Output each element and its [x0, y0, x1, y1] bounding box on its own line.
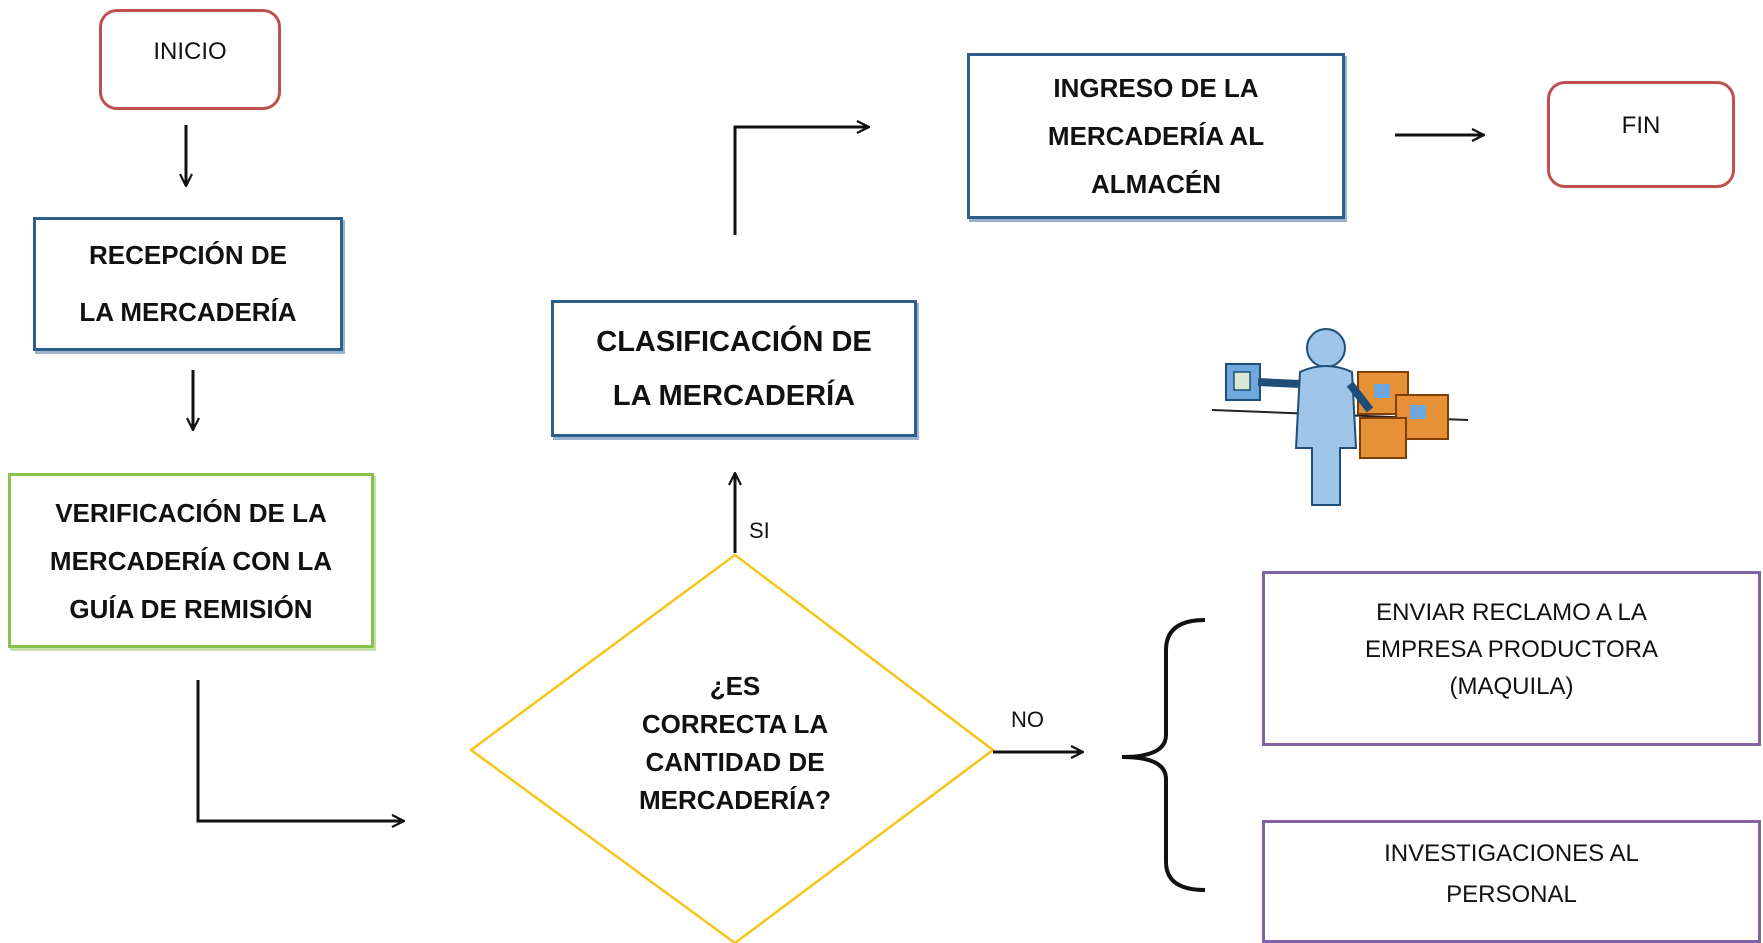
claim-line-2: EMPRESA PRODUCTORA	[1365, 636, 1658, 663]
start-node: INICIO	[99, 9, 281, 110]
warehouse-entry-line-1: INGRESO DE LA	[1053, 73, 1259, 103]
decision-line-2: CORRECTA LA	[641, 709, 829, 739]
no-label: NO	[1011, 707, 1044, 732]
end-node: FIN	[1547, 81, 1735, 188]
reception-line-2: LA MERCADERÍA	[79, 297, 297, 327]
classification-node: CLASIFICACIÓN DE LA MERCADERÍA	[551, 300, 917, 437]
end-label: FIN	[1621, 112, 1661, 139]
decision-line-1: ¿ES	[709, 671, 761, 701]
investigation-line-2: PERSONAL	[1446, 881, 1577, 908]
decision-label: ¿ES CORRECTA LA CANTIDAD DE MERCADERÍA?	[590, 658, 880, 828]
warehouse-entry-node: INGRESO DE LA MERCADERÍA AL ALMACÉN	[967, 53, 1345, 219]
verification-line-1: VERIFICACIÓN DE LA	[55, 497, 327, 528]
decision-line-3: CANTIDAD DE	[645, 747, 825, 777]
verification-node: VERIFICACIÓN DE LA MERCADERÍA CON LA GUÍ…	[8, 473, 374, 648]
investigation-line-1: INVESTIGACIONES AL	[1384, 840, 1639, 867]
start-label: INICIO	[153, 38, 227, 65]
arrow-verification-to-decision	[196, 680, 404, 821]
claim-line-3: (MAQUILA)	[1449, 673, 1574, 700]
verification-line-2: MERCADERÍA CON LA	[49, 545, 333, 576]
claim-line-1: ENVIAR RECLAMO A LA	[1376, 599, 1647, 626]
reception-line-1: RECEPCIÓN DE	[89, 240, 287, 270]
decision-line-4: MERCADERÍA?	[638, 785, 832, 815]
decision-diamond	[468, 553, 996, 943]
curly-brace	[1121, 618, 1206, 892]
classification-line-2: LA MERCADERÍA	[612, 379, 856, 412]
worker-with-packages-icon	[1208, 258, 1469, 519]
warehouse-entry-line-3: ALMACÉN	[1091, 169, 1221, 199]
warehouse-entry-line-2: MERCADERÍA AL	[1047, 121, 1265, 151]
claim-node: ENVIAR RECLAMO A LA EMPRESA PRODUCTORA (…	[1262, 571, 1761, 746]
investigation-node: INVESTIGACIONES AL PERSONAL	[1262, 820, 1761, 943]
arrow-classification-to-entry	[733, 127, 869, 235]
reception-node: RECEPCIÓN DE LA MERCADERÍA	[33, 217, 343, 351]
classification-line-1: CLASIFICACIÓN DE	[596, 325, 872, 358]
verification-line-3: GUÍA DE REMISIÓN	[69, 593, 313, 624]
yes-label: SI	[749, 518, 770, 543]
